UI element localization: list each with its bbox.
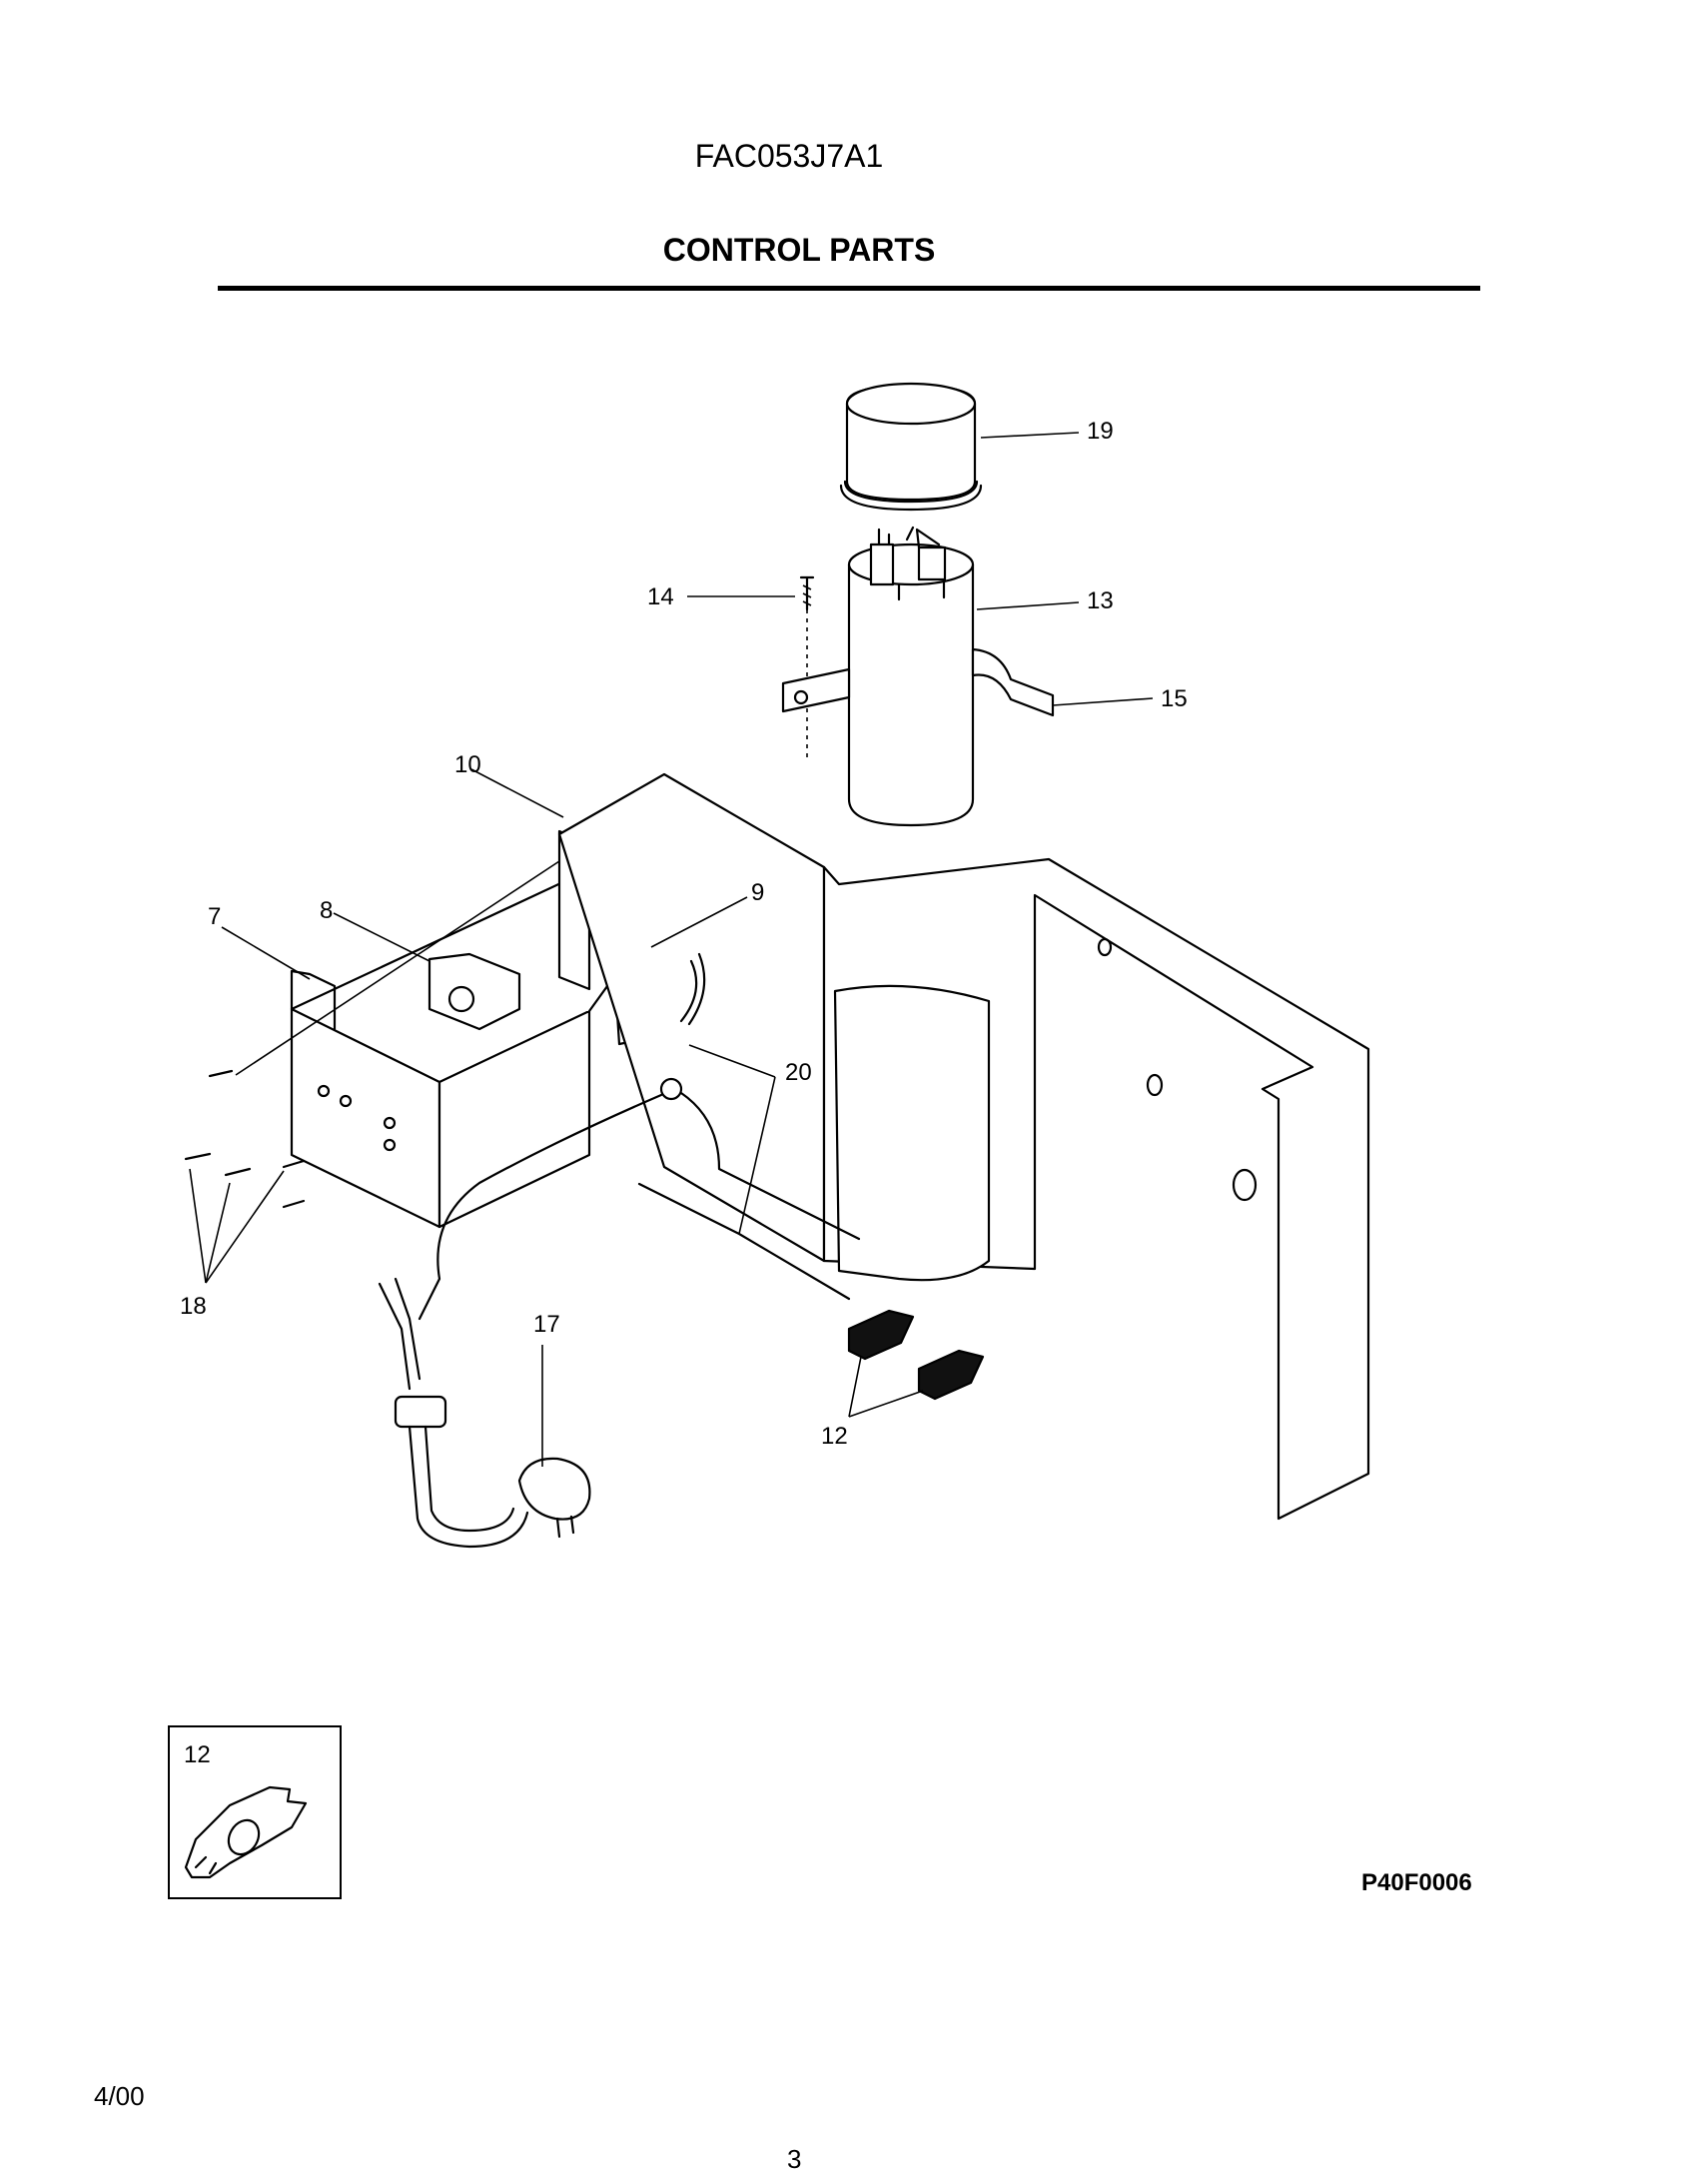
callout-7: 7 [208,903,222,930]
section-title: CONTROL PARTS [662,232,936,268]
capacitor-cover [839,382,983,512]
callout-18: 18 [180,1293,207,1320]
callout-9: 9 [751,879,765,906]
capacitor-strap [781,647,1055,717]
callout-10: 10 [454,751,481,778]
callout-13: 13 [1087,587,1114,614]
model-number: FAC053J7A1 [694,138,884,174]
power-cord [378,1277,591,1549]
drawing-code: P40F0006 [1361,1869,1472,1896]
callout-12: 12 [821,1423,848,1450]
inset-part-number: 12 [184,1741,211,1768]
inset-detail-12: 12 [168,1725,342,1899]
callout-15: 15 [1161,685,1188,712]
capacitor [847,526,975,827]
callout-20: 20 [785,1059,812,1086]
page-number: 3 [787,2144,802,2174]
leader-lines [189,768,924,1467]
revision-date: 4/00 [94,2081,145,2111]
callout-19: 19 [1087,418,1114,445]
mounting-bracket [557,772,1370,1521]
mounting-clips [847,1309,985,1401]
callout-17: 17 [533,1311,560,1338]
callout-8: 8 [320,897,334,924]
screws-part-18 [184,1069,306,1209]
callout-14: 14 [647,583,674,610]
wiring-harness [418,952,861,1321]
screw-part-14 [799,575,815,759]
title-rule [218,286,1480,291]
